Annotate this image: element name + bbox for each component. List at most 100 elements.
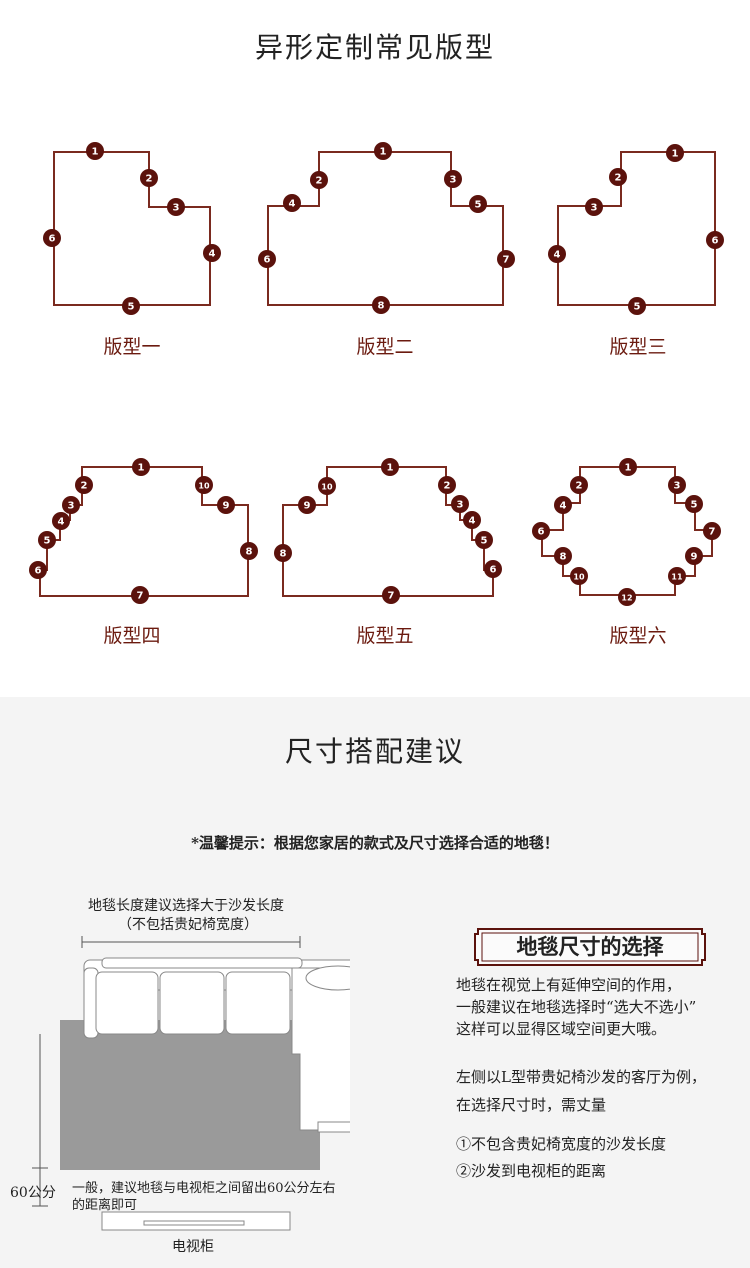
- list-item-1: ①不包含贵妃椅宽度的沙发长度: [456, 1135, 667, 1153]
- shape-outline-5: [282, 466, 494, 597]
- shape-label-5: 版型五: [356, 625, 414, 647]
- edge-number-badge: 5: [685, 495, 703, 513]
- svg-text:12: 12: [621, 594, 632, 603]
- dimension-label: 地毯长度建议选择大于沙发长度: [88, 898, 284, 914]
- svg-text:4: 4: [554, 250, 561, 261]
- edge-number-badge: 10: [570, 567, 588, 585]
- edge-number-badge: 6: [706, 231, 724, 249]
- edge-number-badge: 12: [618, 588, 636, 606]
- chaise-shape: [291, 967, 350, 1131]
- svg-text:6: 6: [264, 255, 271, 266]
- edge-number-badge: 3: [62, 496, 80, 514]
- svg-text:6: 6: [538, 527, 545, 538]
- tv-label: 电视柜: [172, 1239, 214, 1255]
- edge-number-badge: 3: [444, 170, 462, 188]
- svg-text:8: 8: [560, 552, 567, 563]
- svg-text:9: 9: [691, 552, 698, 563]
- svg-text:4: 4: [560, 501, 567, 512]
- svg-text:7: 7: [388, 591, 395, 602]
- edge-number-badge: 1: [132, 458, 150, 476]
- edge-number-badge: 6: [43, 229, 61, 247]
- edge-number-badge: 8: [240, 542, 258, 560]
- svg-text:9: 9: [304, 501, 311, 512]
- svg-text:6: 6: [712, 236, 719, 247]
- svg-text:5: 5: [481, 536, 488, 547]
- edge-number-badge: 3: [585, 198, 603, 216]
- svg-text:1: 1: [625, 463, 632, 474]
- edge-number-badge: 4: [52, 512, 70, 530]
- svg-text:1: 1: [92, 147, 99, 158]
- svg-text:1: 1: [380, 147, 387, 158]
- shapes-title: 异形定制常见版型: [254, 31, 495, 64]
- svg-text:2: 2: [316, 176, 323, 187]
- distance-label: 60公分: [10, 1185, 56, 1201]
- edge-number-badge: 2: [570, 476, 588, 494]
- svg-text:8: 8: [378, 301, 385, 312]
- edge-number-badge: 7: [131, 586, 149, 604]
- edge-number-badge: 10: [195, 476, 213, 494]
- edge-number-badge: 1: [374, 142, 392, 160]
- shape-label-6: 版型六: [609, 625, 667, 647]
- svg-text:3: 3: [68, 501, 75, 512]
- edge-number-badge: 10: [318, 477, 336, 495]
- svg-text:7: 7: [503, 255, 510, 266]
- svg-text:6: 6: [490, 565, 497, 576]
- svg-text:5: 5: [128, 302, 135, 313]
- svg-text:6: 6: [49, 234, 56, 245]
- tip-text: *温馨提示：根据您家居的款式及尺寸选择合适的地毯！: [191, 834, 559, 852]
- svg-text:8: 8: [246, 547, 253, 558]
- svg-text:4: 4: [209, 249, 216, 260]
- edge-number-badge: 5: [469, 195, 487, 213]
- shape-label-1: 版型一: [103, 336, 161, 358]
- edge-number-badge: 1: [666, 144, 684, 162]
- edge-number-badge: 9: [685, 547, 703, 565]
- size-title: 尺寸搭配建议: [284, 735, 465, 768]
- svg-text:5: 5: [44, 536, 51, 547]
- edge-number-badge: 7: [382, 586, 400, 604]
- shape-outline-4: [39, 466, 249, 597]
- edge-number-badge: 2: [75, 476, 93, 494]
- svg-text:2: 2: [146, 174, 153, 185]
- edge-number-badge: 9: [298, 496, 316, 514]
- carpet-shape: [60, 1020, 320, 1170]
- edge-number-badge: 4: [554, 496, 572, 514]
- svg-text:2: 2: [444, 481, 451, 492]
- note-line-1: 一般，建议地毯与电视柜之间留出60公分左右: [72, 1181, 336, 1196]
- edge-number-badge: 1: [619, 458, 637, 476]
- edge-number-badge: 7: [703, 522, 721, 540]
- badge-title: 地毯尺寸的选择: [516, 934, 664, 959]
- edge-number-badge: 8: [554, 547, 572, 565]
- edge-number-badge: 2: [609, 168, 627, 186]
- edge-number-badge: 1: [381, 458, 399, 476]
- edge-number-badge: 4: [463, 511, 481, 529]
- svg-text:9: 9: [223, 501, 230, 512]
- shape-outline-6: [541, 466, 713, 596]
- edge-number-badge: 5: [122, 297, 140, 315]
- edge-number-badge: 5: [38, 531, 56, 549]
- svg-text:5: 5: [691, 500, 698, 511]
- shapes-section: [0, 0, 750, 697]
- svg-text:5: 5: [475, 200, 482, 211]
- edge-number-badge: 5: [628, 297, 646, 315]
- edge-number-badge: 11: [668, 567, 686, 585]
- edge-number-badge: 2: [140, 169, 158, 187]
- shape-label-4: 版型四: [103, 625, 161, 647]
- edge-number-badge: 6: [532, 522, 550, 540]
- para-1-line-3: 这样可以显得区域空间更大哦。: [456, 1020, 667, 1038]
- svg-text:3: 3: [173, 203, 180, 214]
- para-2-line-1: 左侧以L型带贵妃椅沙发的客厅为例，: [456, 1068, 706, 1086]
- edge-number-badge: 6: [29, 561, 47, 579]
- edge-number-badge: 3: [668, 476, 686, 494]
- svg-text:3: 3: [591, 203, 598, 214]
- edge-number-badge: 5: [475, 531, 493, 549]
- edge-number-badge: 6: [258, 250, 276, 268]
- edge-number-badge: 1: [86, 142, 104, 160]
- para-2-line-2: 在选择尺寸时，需丈量: [456, 1096, 607, 1114]
- svg-text:2: 2: [576, 481, 583, 492]
- svg-text:4: 4: [289, 199, 296, 210]
- svg-text:2: 2: [615, 173, 622, 184]
- svg-text:4: 4: [469, 516, 476, 527]
- svg-text:6: 6: [35, 566, 42, 577]
- edge-number-badge: 2: [438, 476, 456, 494]
